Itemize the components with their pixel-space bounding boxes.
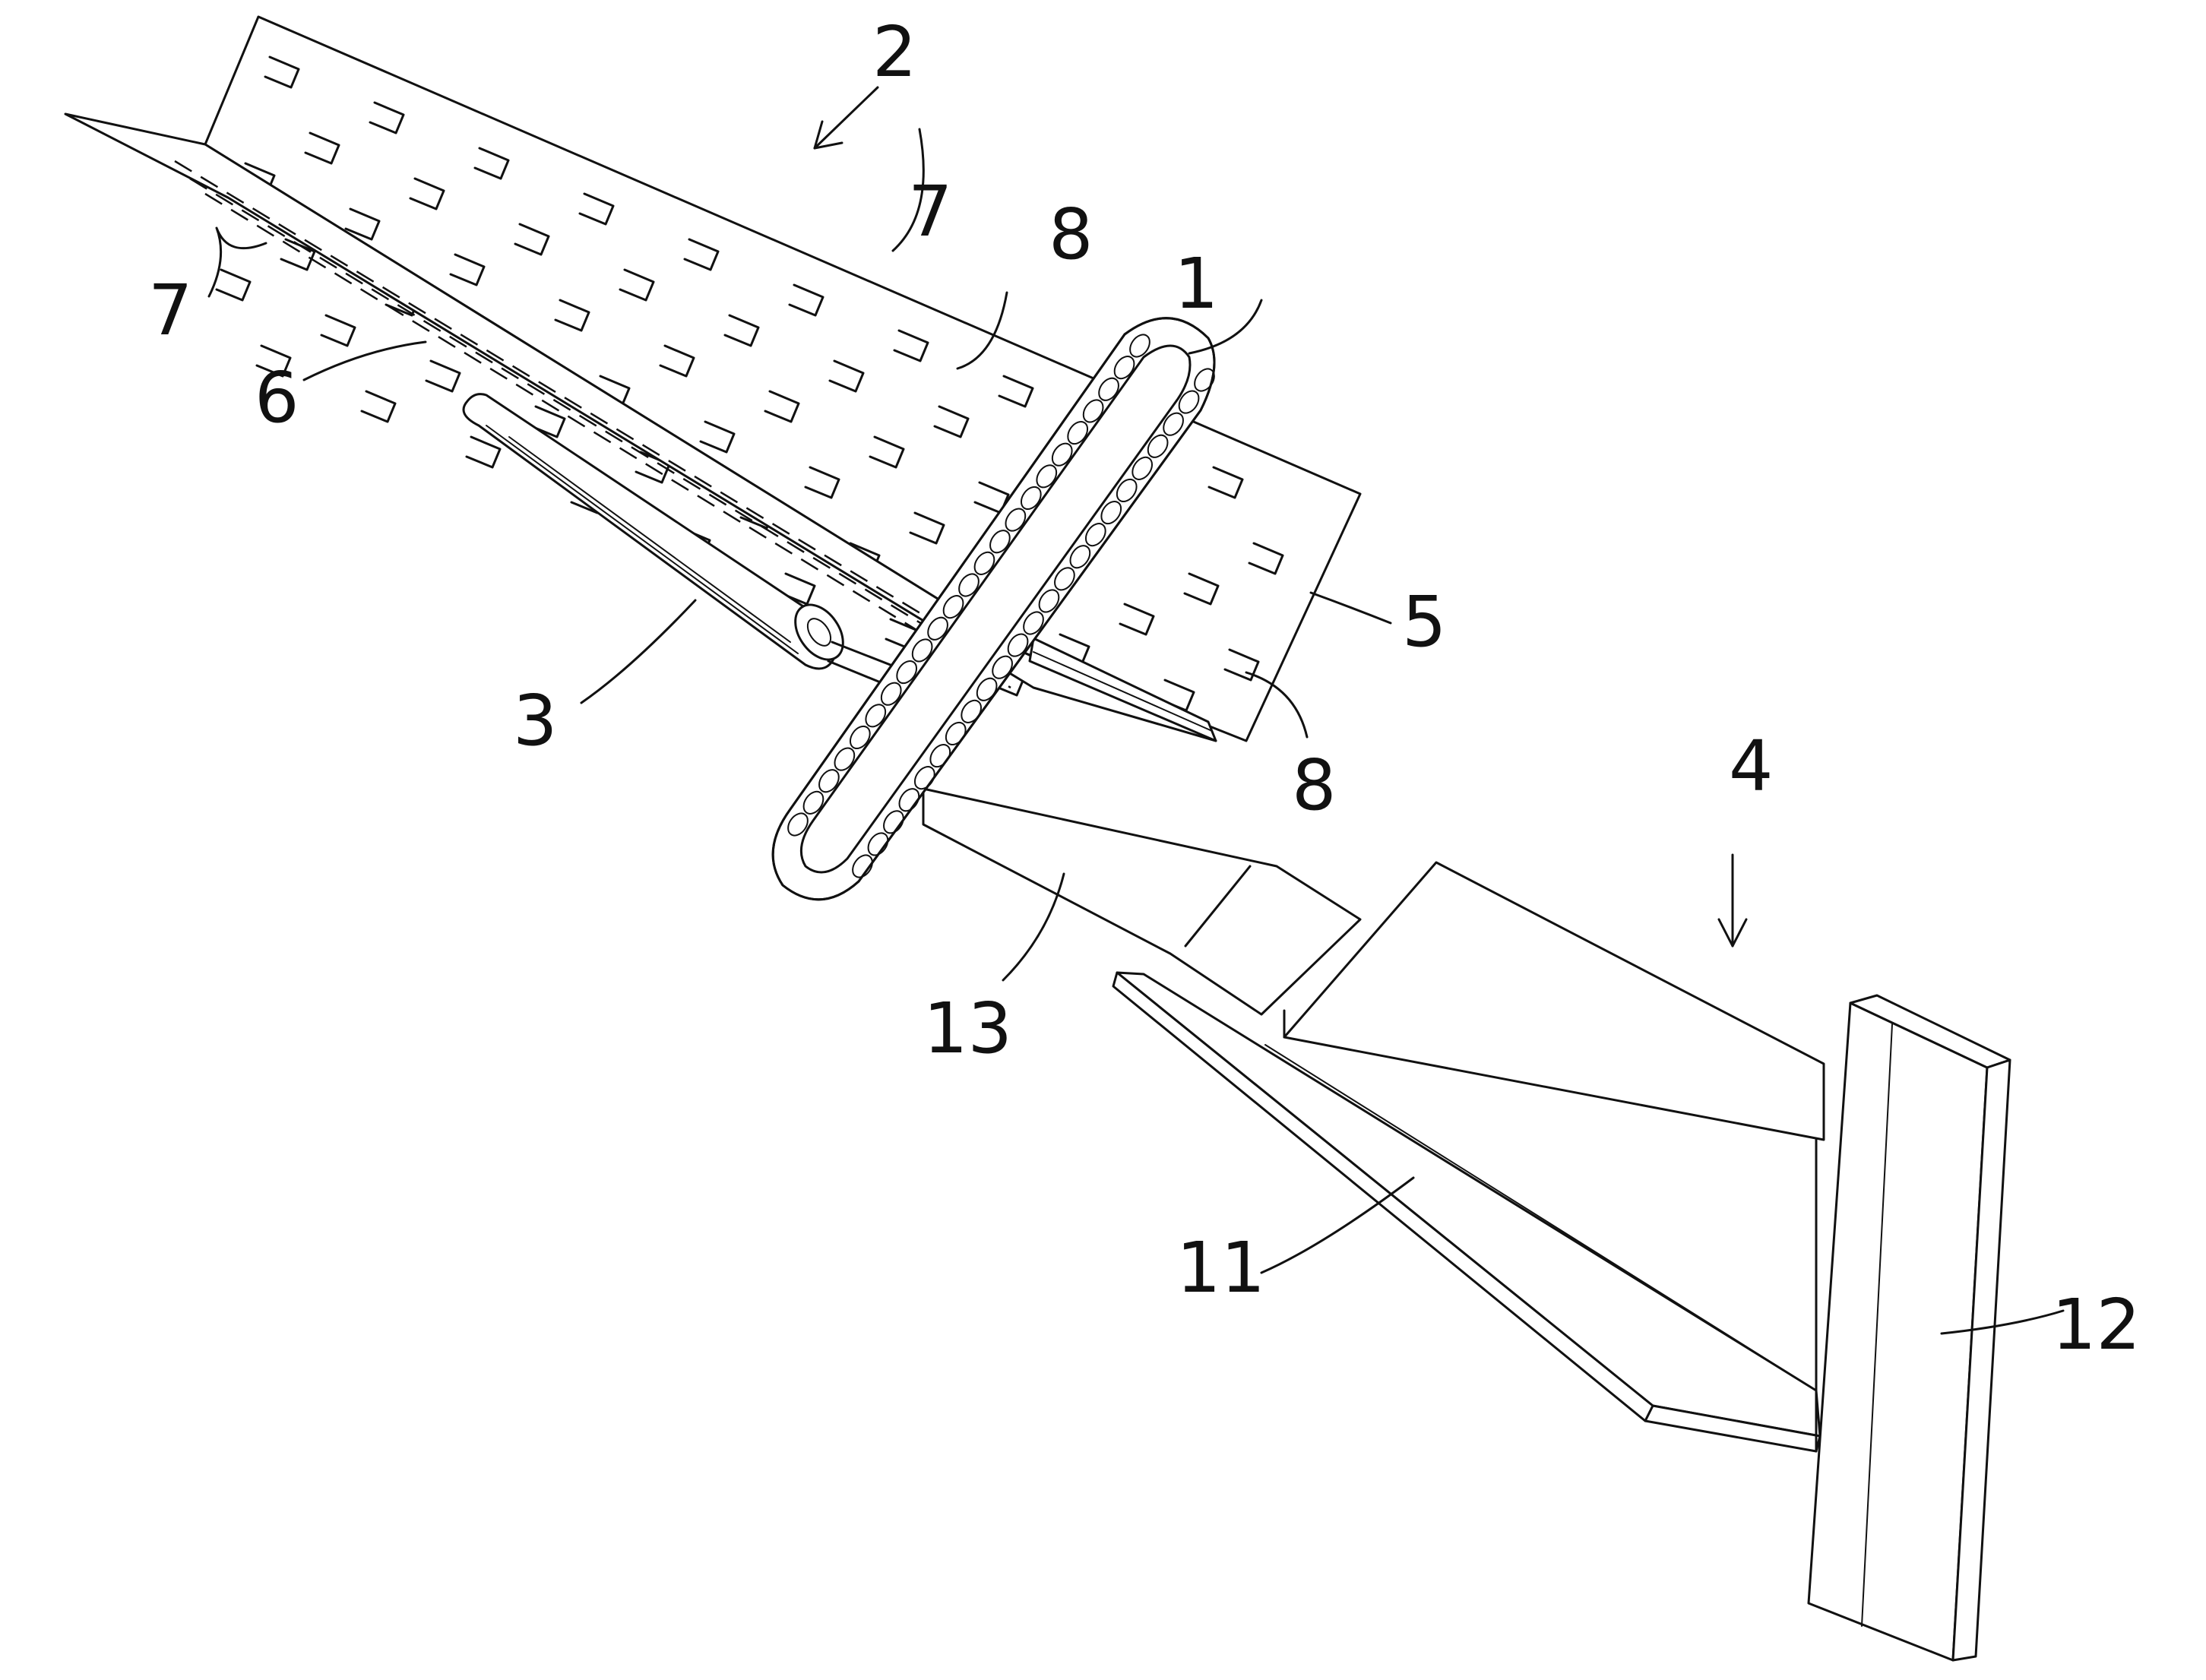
label-4: 4 bbox=[1729, 726, 1774, 807]
label-1: 1 bbox=[1174, 243, 1219, 324]
slot bbox=[467, 437, 500, 467]
label-7-mid: 7 bbox=[908, 171, 953, 252]
slot bbox=[321, 315, 355, 346]
label-5: 5 bbox=[1402, 581, 1447, 663]
unit-block bbox=[1284, 862, 1824, 1140]
label-8-bottom: 8 bbox=[1292, 745, 1337, 826]
arrow-4 bbox=[1719, 855, 1746, 946]
slot bbox=[362, 391, 395, 422]
label-8-top: 8 bbox=[1049, 194, 1094, 275]
label-6: 6 bbox=[255, 357, 299, 438]
label-12: 12 bbox=[2052, 1284, 2141, 1365]
slot bbox=[426, 361, 460, 391]
slot bbox=[217, 270, 250, 300]
label-13: 13 bbox=[923, 988, 1012, 1069]
label-7-left: 7 bbox=[148, 270, 193, 351]
label-11: 11 bbox=[1176, 1227, 1265, 1308]
label-3: 3 bbox=[513, 680, 558, 761]
arrow-2 bbox=[815, 87, 878, 148]
label-2: 2 bbox=[872, 11, 917, 93]
